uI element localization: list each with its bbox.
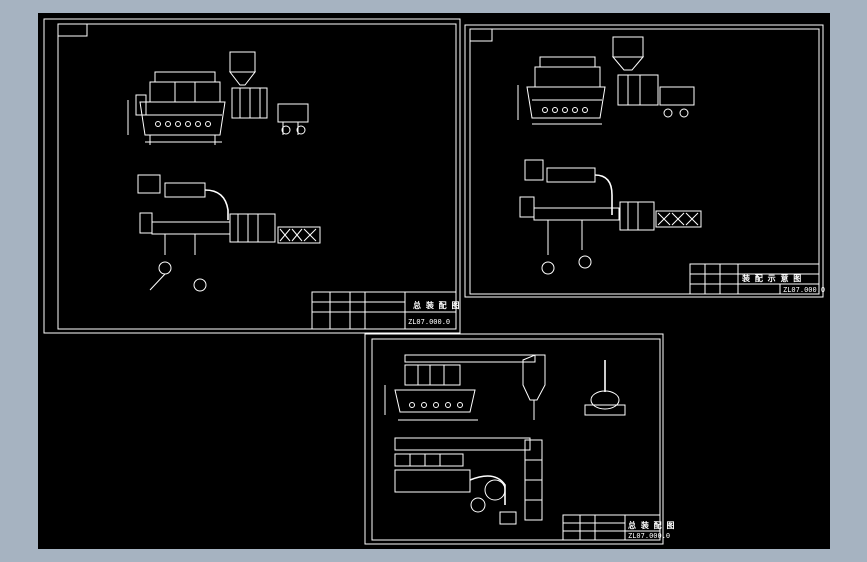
sheet-1-title-block	[311, 291, 457, 330]
sheet-2-corner-tag	[469, 28, 493, 42]
sheet-1-number: ZL07.000.0	[408, 318, 450, 326]
sheet-2-title-block	[689, 263, 820, 295]
sheet-2-dryer	[517, 56, 606, 125]
sheet-3-title-block	[562, 514, 661, 541]
sheet-1-dryer	[127, 71, 226, 145]
sheet-2-plan	[519, 159, 702, 275]
sheet-3-number: ZL07.000.0	[628, 532, 670, 540]
sheet-3-frame	[371, 338, 661, 541]
sheet-1-title: 总 装 配 图	[413, 300, 459, 310]
sheet-3-border	[364, 333, 664, 545]
sheet-2-title: 装 配 示 意 图	[741, 273, 801, 283]
sheet-2-number: ZL07.000.0	[783, 286, 825, 294]
sheet-1[interactable]: 总 装 配 图 ZL07.000.0	[43, 18, 461, 334]
sheet-3[interactable]: 总 装 配 图 ZL07.000.0	[364, 333, 674, 545]
sheet-2-cyclone	[611, 36, 695, 118]
sheet-1-cyclone	[228, 51, 309, 135]
sheet-1-corner-tag	[57, 23, 88, 37]
sheet-3-title: 总 装 配 图	[628, 520, 674, 530]
sheet-1-plan	[137, 174, 321, 292]
sheet-2-border	[464, 24, 824, 298]
sheet-1-frame	[57, 23, 457, 330]
sheet-2-frame	[469, 28, 820, 295]
sheet-3-plan	[394, 437, 543, 525]
sheet-1-border	[43, 18, 461, 334]
sheet-3-elevation	[384, 354, 626, 421]
sheet-2[interactable]: 装 配 示 意 图 ZL07.000.0	[464, 24, 825, 298]
